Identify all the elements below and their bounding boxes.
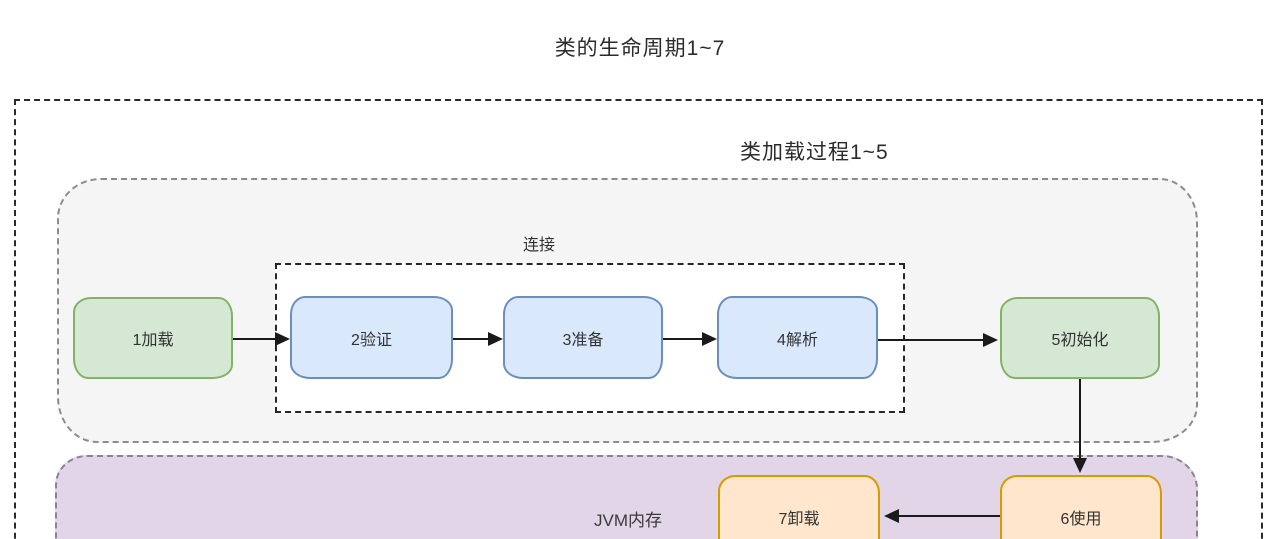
node-prepare-label: 3准备 [562,331,604,349]
page-title: 类的生命周期1~7 [554,37,726,60]
node-verify: 2验证 [290,296,453,379]
node-load-label: 1加载 [132,332,174,349]
node-use: 6使用 [1000,475,1162,539]
node-load: 1加载 [73,297,233,379]
node-resolve: 4解析 [717,296,878,379]
node-use-label: 6使用 [1060,511,1102,528]
node-init-label: 5初始化 [1051,332,1109,349]
class-loading-process-label: 类加载过程1~5 [740,141,889,164]
link-group-label: 连接 [522,237,555,254]
node-unload: 7卸载 [718,475,880,539]
node-prepare: 3准备 [503,296,663,379]
node-init: 5初始化 [1000,297,1160,379]
lifecycle-boundary-box [14,99,1263,539]
node-resolve-label: 4解析 [777,331,818,349]
node-verify-label: 2验证 [351,331,392,349]
jvm-memory-label: JVM内存 [594,511,662,530]
node-unload-label: 7卸载 [778,511,820,528]
